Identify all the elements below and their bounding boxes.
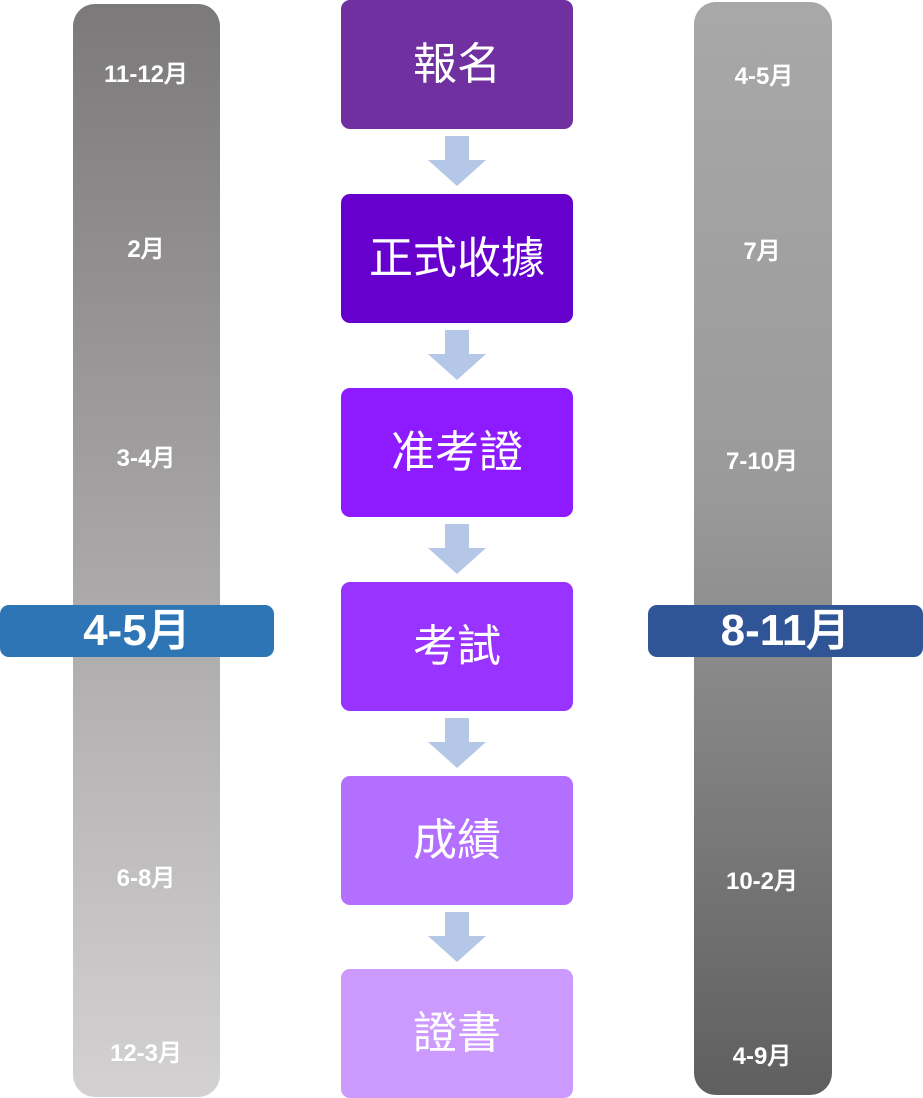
down-arrow-icon: [428, 912, 486, 962]
right-timeline-label: 7-10月: [725, 448, 799, 475]
right-timeline-label: 10-2月: [725, 868, 799, 895]
down-arrow-icon: [428, 330, 486, 380]
right-highlight-badge: 8-11月: [648, 605, 923, 657]
down-arrow-icon: [428, 718, 486, 768]
left-timeline-bar: [73, 4, 220, 1097]
right-timeline-label: 4-5月: [734, 63, 794, 90]
step-results: 成績: [341, 776, 573, 905]
down-arrow-icon: [428, 136, 486, 186]
down-arrow-icon: [428, 524, 486, 574]
left-highlight-badge: 4-5月: [0, 605, 274, 657]
left-timeline-label: 6-8月: [116, 865, 176, 892]
right-timeline-bar: [694, 2, 832, 1095]
left-timeline-label: 12-3月: [109, 1040, 183, 1067]
left-timeline-label: 2月: [127, 236, 165, 263]
step-official-receipt: 正式收據: [341, 194, 573, 323]
right-timeline-label: 4-9月: [732, 1043, 792, 1070]
left-timeline-label: 11-12月: [103, 61, 189, 88]
step-exam: 考試: [341, 582, 573, 711]
right-timeline-label: 7月: [743, 238, 781, 265]
step-admission-ticket: 准考證: [341, 388, 573, 517]
left-timeline-label: 3-4月: [116, 445, 176, 472]
step-certificate: 證書: [341, 969, 573, 1098]
step-registration: 報名: [341, 0, 573, 129]
